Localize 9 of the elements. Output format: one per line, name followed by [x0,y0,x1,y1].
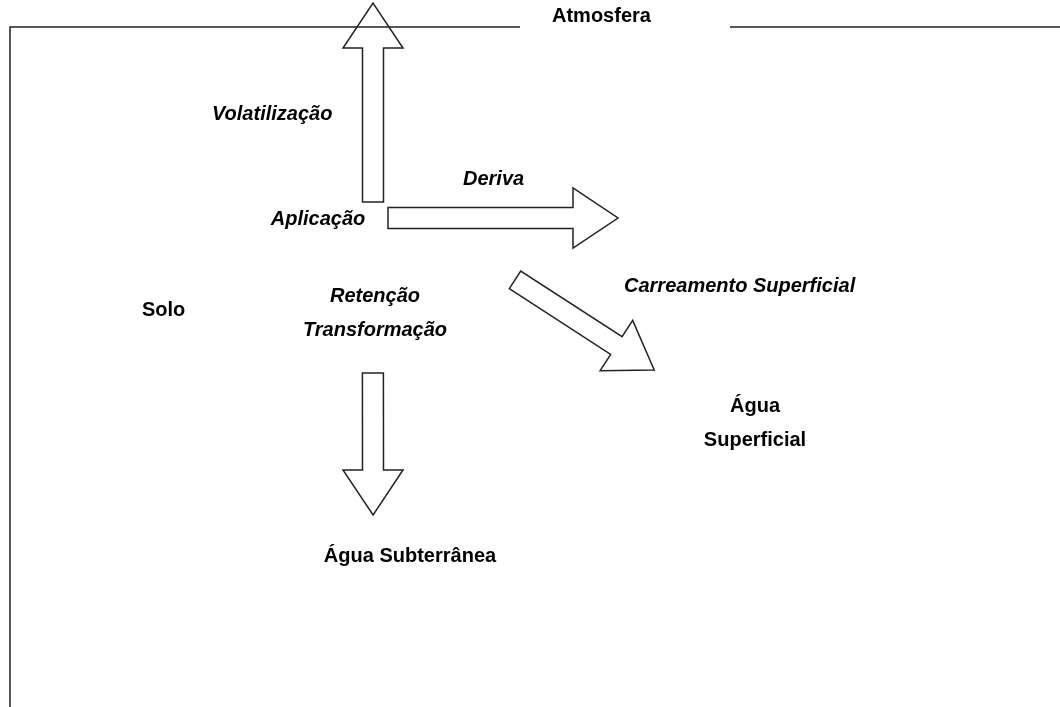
block-arrow [508,270,656,372]
node-label: Água Superficial [702,393,808,452]
block-arrow [341,1,405,203]
node-label: Transformação [302,317,448,342]
node-label: Água Subterrânea [323,543,497,568]
node-label: Aplicação [270,206,366,231]
block-arrow [341,372,405,517]
node-label: Retenção [330,283,420,308]
block-arrow [387,186,620,250]
